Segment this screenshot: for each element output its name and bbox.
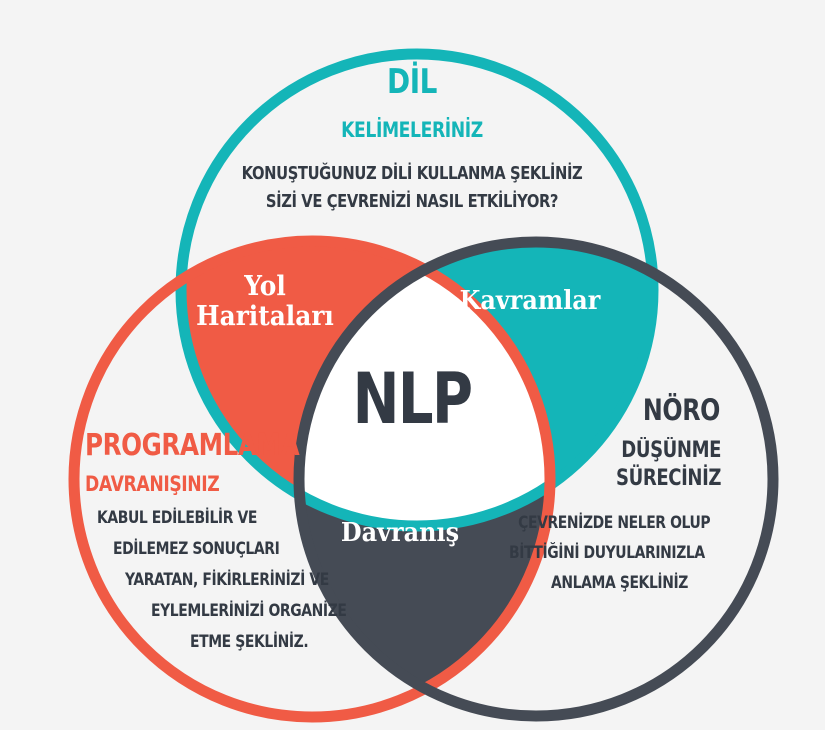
circle-noro-outline — [293, 236, 779, 722]
dil-subtitle: KELİMELERİNİZ — [341, 118, 483, 142]
noro-line: ÇEVRENİZDE NELER OLUP — [517, 513, 710, 533]
segment-label-kavramlar: Kavramlar — [459, 286, 601, 316]
segment-label-davranis: Davranış — [340, 518, 460, 548]
noro-line: ANLAMA ŞEKLİNİZ — [551, 573, 688, 593]
noro-line: BİTTİĞİNİ DUYULARINIZLA — [509, 543, 705, 563]
noro-subtitle: DÜŞÜNME SÜRECİNİZ — [616, 437, 721, 493]
dil-title: DİL — [386, 62, 438, 102]
segment-label-line: Yol — [244, 271, 286, 302]
segment-label-line: Haritaları — [196, 301, 334, 332]
circle-dil-outline — [175, 48, 659, 532]
programlama-title: PROGRAMLAMA — [85, 428, 300, 463]
programlama-line: EYLEMLERİNİZİ ORGANİZE — [151, 601, 347, 621]
dil-description-line: KONUŞTUĞUNUZ DİLİ KULLANMA ŞEKLİNİZ — [241, 163, 583, 184]
noro-title: NÖRO — [642, 393, 720, 427]
segment-label-yol-haritalari: Yol Haritaları — [196, 272, 334, 332]
programlama-line: KABUL EDİLEBİLİR VE — [97, 508, 257, 528]
programlama-line: YARATAN, FİKİRLERİNİZİ VE — [125, 570, 329, 590]
dil-description: KONUŞTUĞUNUZ DİLİ KULLANMA ŞEKLİNİZ SİZİ… — [223, 160, 600, 216]
programlama-line: ETME ŞEKLİNİZ. — [190, 632, 309, 652]
noro-subtitle-line: SÜRECİNİZ — [615, 466, 721, 491]
programlama-subtitle: DAVRANIŞINIZ — [85, 472, 220, 496]
center-label-nlp: NLP — [352, 358, 473, 440]
noro-subtitle-line: DÜŞÜNME — [621, 438, 721, 463]
segment-center — [299, 242, 550, 526]
programlama-line: EDİLEMEZ SONUÇLARI — [113, 539, 280, 559]
circle-programlama-outline — [68, 235, 556, 723]
dil-description-line: SİZİ VE ÇEVRENİZİ NASIL ETKİLİYOR? — [265, 191, 559, 212]
